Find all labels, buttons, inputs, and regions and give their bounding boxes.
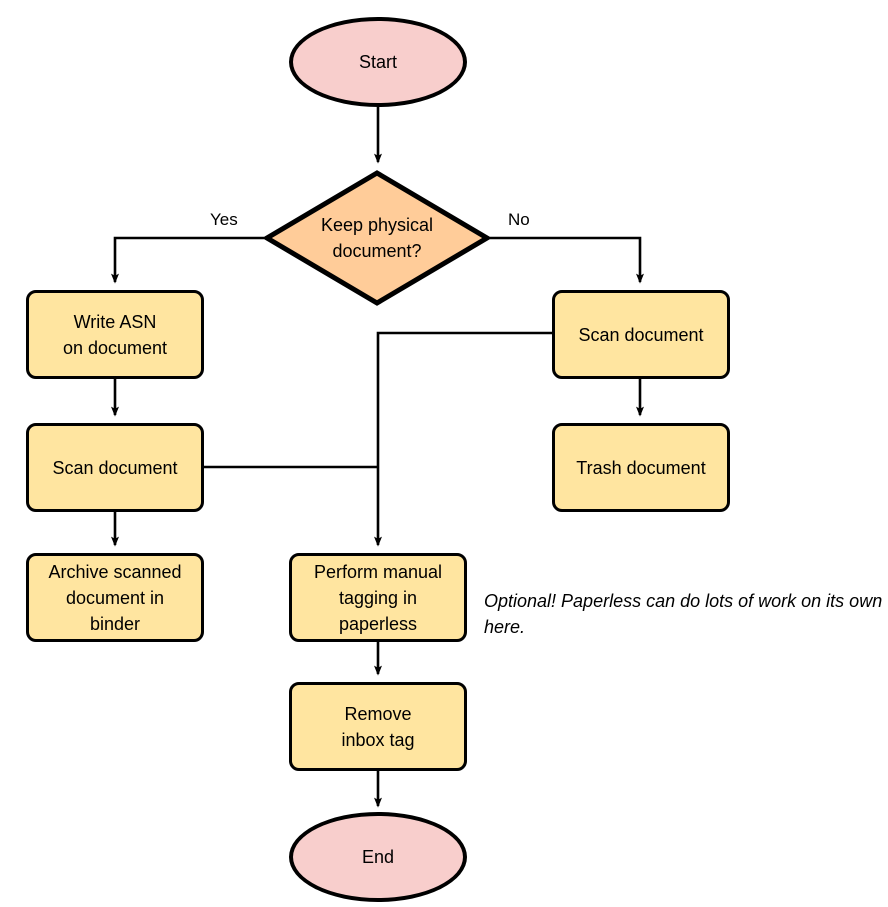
edge-scan-right-to-manual-tagging [374, 331, 552, 547]
node-manual-tagging[interactable]: Perform manual tagging in paperless [289, 553, 467, 642]
node-start-label: Start [358, 52, 397, 72]
node-archive-in-binder[interactable]: Archive scanned document in binder [26, 553, 204, 642]
node-scan-document-right[interactable]: Scan document [552, 290, 730, 379]
node-archive-in-binder-label: Archive scanned document in binder [48, 561, 182, 634]
node-end[interactable]: End [289, 812, 467, 902]
node-scan-document-left[interactable]: Scan document [26, 423, 204, 512]
edge-no-to-scan-right [490, 236, 644, 284]
edge-label-yes: Yes [210, 210, 238, 229]
node-remove-inbox-tag[interactable]: Remove inbox tag [289, 682, 467, 771]
diamond-shape [264, 170, 490, 306]
node-keep-physical-document[interactable]: Keep physical document? [264, 170, 490, 306]
edge-label-no: No [508, 210, 530, 229]
node-manual-tagging-label: Perform manual tagging in paperless [313, 561, 443, 634]
annotation-paperless-note: Optional! Paperless can do lots of work … [484, 591, 883, 637]
node-scan-document-right-label: Scan document [578, 324, 704, 345]
node-trash-document[interactable]: Trash document [552, 423, 730, 512]
node-start[interactable]: Start [289, 17, 467, 107]
edge-yes-to-write-asn [111, 236, 264, 284]
node-write-asn[interactable]: Write ASN on document [26, 290, 204, 379]
node-write-asn-label: Write ASN on document [62, 311, 168, 358]
node-scan-document-left-label: Scan document [52, 457, 178, 478]
node-end-label: End [361, 847, 395, 867]
node-remove-inbox-tag-label: Remove inbox tag [341, 703, 415, 750]
node-trash-document-label: Trash document [576, 457, 706, 478]
